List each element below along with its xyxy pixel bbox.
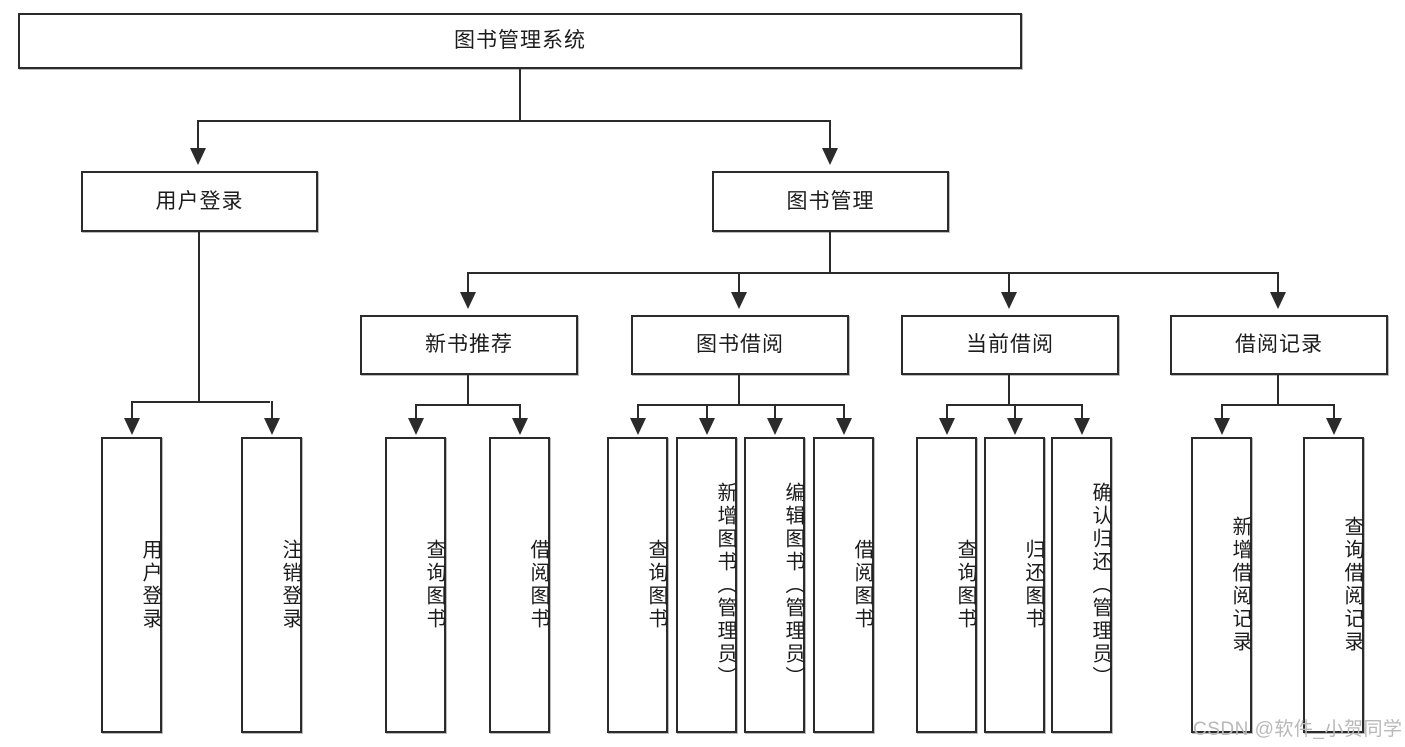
arrow-current-borrow-to-leaf-3	[1074, 418, 1090, 435]
arrow-book-manage-to-book-borrow	[731, 292, 747, 309]
arrow-book-borrow-to-leaf-4	[836, 418, 852, 435]
leaf-query-book-borrow[interactable]: 查询图书	[607, 437, 668, 733]
connector-borrow-record-stem	[1277, 375, 1279, 405]
arrow-book-manage-to-borrow-record	[1270, 292, 1286, 309]
node-new-book-recommend[interactable]: 新书推荐	[360, 315, 578, 375]
leaf-label: 查询图书	[954, 539, 976, 631]
node-current-borrow[interactable]: 当前借阅	[901, 315, 1119, 375]
connector-book-borrow-to-leaf-3	[774, 404, 776, 420]
connector-new-book-to-leaf-1	[415, 404, 417, 420]
node-book-borrow[interactable]: 图书借阅	[631, 315, 849, 375]
node-book-manage[interactable]: 图书管理	[712, 171, 949, 232]
connector-root-bus	[197, 120, 830, 122]
arrow-book-manage-to-new-book	[460, 292, 476, 309]
leaf-borrow-book[interactable]: 借阅图书	[813, 437, 874, 733]
leaf-label: 归还图书	[1022, 539, 1044, 631]
connector-book-borrow-to-leaf-1	[637, 404, 639, 420]
arrow-book-manage-to-current-borrow	[1001, 292, 1017, 309]
connector-user-login-stem	[198, 232, 200, 402]
arrow-book-borrow-to-leaf-3	[767, 418, 783, 435]
connector-new-book-bus	[415, 404, 519, 406]
connector-current-borrow-stem	[1008, 375, 1010, 405]
arrow-book-borrow-to-leaf-1	[630, 418, 646, 435]
connector-book-borrow-stem	[738, 375, 740, 405]
leaf-label: 用户登录	[139, 539, 161, 631]
connector-borrow-record-bus	[1221, 404, 1333, 406]
arrow-book-borrow-to-leaf-2	[699, 418, 715, 435]
leaf-label: 查询借阅记录	[1341, 516, 1363, 654]
connector-book-manage-to-borrow-record	[1277, 272, 1279, 294]
arrow-borrow-record-to-leaf-1	[1214, 418, 1230, 435]
leaf-edit-book[interactable]: 编辑图书（管理员）	[744, 437, 805, 733]
leaf-label: 编辑图书（管理员）	[782, 481, 804, 689]
connector-user-login-bus	[131, 401, 270, 403]
connector-user-login-to-leaf-1	[131, 401, 133, 420]
leaf-label: 查询图书	[423, 539, 445, 631]
connector-book-borrow-to-leaf-4	[843, 404, 845, 420]
connector-book-manage-to-new-book	[467, 272, 469, 294]
connector-book-manage-bus	[467, 272, 1278, 274]
leaf-label: 注销登录	[279, 539, 301, 631]
leaf-label: 新增图书（管理员）	[714, 481, 736, 689]
connector-borrow-record-to-leaf-1	[1221, 404, 1223, 420]
node-user-login[interactable]: 用户登录	[81, 171, 318, 232]
connector-current-borrow-to-leaf-3	[1081, 404, 1083, 420]
arrow-root-to-user-login	[190, 148, 206, 165]
connector-root-to-book-manage	[829, 120, 831, 150]
leaf-query-borrow-record[interactable]: 查询借阅记录	[1303, 437, 1364, 733]
node-borrow-record[interactable]: 借阅记录	[1170, 315, 1388, 375]
watermark-text: CSDN @软件_小贺同学	[1193, 719, 1403, 740]
node-root-system[interactable]: 图书管理系统	[18, 13, 1022, 69]
leaf-query-book-current[interactable]: 查询图书	[916, 437, 977, 733]
leaf-label: 查询图书	[645, 539, 667, 631]
connector-new-book-stem	[467, 375, 469, 405]
arrow-new-book-to-leaf-1	[408, 418, 424, 435]
connector-root-to-user-login	[197, 120, 199, 150]
leaf-label: 新增借阅记录	[1229, 516, 1251, 654]
leaf-borrow-book-recommend[interactable]: 借阅图书	[489, 437, 550, 733]
leaf-add-book[interactable]: 新增图书（管理员）	[676, 437, 737, 733]
arrow-user-login-to-leaf-2	[264, 418, 280, 435]
arrow-current-borrow-to-leaf-1	[939, 418, 955, 435]
connector-new-book-to-leaf-2	[519, 404, 521, 420]
leaf-add-borrow-record[interactable]: 新增借阅记录	[1191, 437, 1252, 733]
connector-book-manage-to-current-borrow	[1008, 272, 1010, 294]
connector-book-manage-stem	[829, 232, 831, 273]
leaf-label: 借阅图书	[851, 539, 873, 631]
leaf-user-login[interactable]: 用户登录	[101, 437, 162, 733]
leaf-label: 借阅图书	[527, 539, 549, 631]
connector-user-login-to-leaf-2	[271, 401, 273, 420]
connector-book-borrow-to-leaf-2	[706, 404, 708, 420]
arrow-current-borrow-to-leaf-2	[1007, 418, 1023, 435]
leaf-query-book-recommend[interactable]: 查询图书	[385, 437, 446, 733]
arrow-user-login-to-leaf-1	[124, 418, 140, 435]
arrow-new-book-to-leaf-2	[512, 418, 528, 435]
arrow-root-to-book-manage	[822, 148, 838, 165]
connector-book-borrow-bus	[637, 404, 843, 406]
leaf-label: 确认归还（管理员）	[1089, 481, 1111, 689]
leaf-logout-login[interactable]: 注销登录	[241, 437, 302, 733]
connector-current-borrow-to-leaf-1	[946, 404, 948, 420]
connector-root-stem	[519, 69, 521, 121]
connector-current-borrow-to-leaf-2	[1014, 404, 1016, 420]
arrow-borrow-record-to-leaf-2	[1326, 418, 1342, 435]
connector-book-manage-to-book-borrow	[738, 272, 740, 294]
connector-borrow-record-to-leaf-2	[1333, 404, 1335, 420]
connector-current-borrow-bus	[946, 404, 1081, 406]
leaf-confirm-return[interactable]: 确认归还（管理员）	[1051, 437, 1112, 733]
leaf-return-book[interactable]: 归还图书	[984, 437, 1045, 733]
